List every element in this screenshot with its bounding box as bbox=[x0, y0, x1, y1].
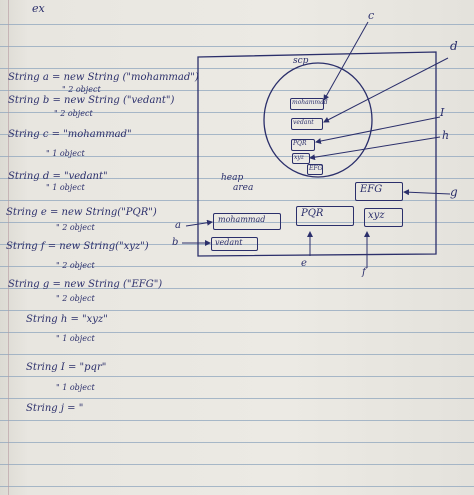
code-note-f: " 2 object bbox=[56, 261, 95, 270]
arrow-i bbox=[315, 116, 441, 144]
scp-label: scp bbox=[293, 56, 309, 66]
ref-label-d: d bbox=[450, 39, 458, 53]
rule-line bbox=[0, 288, 474, 289]
scp-item-efg: EFG bbox=[307, 164, 323, 175]
code-line-f: String f = new String("xyz") bbox=[6, 241, 149, 252]
rule-line bbox=[0, 266, 474, 267]
code-line-g: String g = new String ("EFG") bbox=[8, 279, 163, 290]
rule-line bbox=[0, 420, 474, 421]
ref-label-g: g bbox=[450, 185, 458, 199]
rule-line bbox=[0, 134, 474, 135]
scp-item-vedant: vedant bbox=[291, 118, 323, 130]
code-note-i: " 1 object bbox=[56, 383, 95, 392]
heap-boundary bbox=[197, 51, 437, 257]
rule-line bbox=[0, 398, 474, 399]
rule-line bbox=[0, 24, 474, 25]
code-line-b: String b = new String ("vedant") bbox=[8, 95, 175, 106]
code-line-j: String j = " bbox=[26, 403, 84, 414]
arrow-c bbox=[323, 21, 369, 101]
heap-item-pqr: PQR bbox=[296, 206, 354, 226]
scp-item-pqr: PQR bbox=[291, 139, 315, 151]
heap-item-mohammad: mohammad bbox=[213, 213, 281, 230]
code-note-e: " 2 object bbox=[56, 223, 95, 232]
heap-label-line1: heap bbox=[221, 173, 244, 183]
arrow-a bbox=[185, 219, 213, 227]
rule-line bbox=[0, 310, 474, 311]
rule-line bbox=[0, 486, 474, 487]
code-note-g: " 2 object bbox=[56, 294, 95, 303]
rule-line bbox=[0, 178, 474, 179]
code-line-e: String e = new String("PQR") bbox=[6, 207, 157, 218]
code-line-d: String d = "vedant" bbox=[8, 171, 108, 182]
heap-label-line2: area bbox=[233, 183, 254, 193]
ref-label-b: b bbox=[172, 237, 179, 248]
scp-boundary bbox=[263, 62, 373, 178]
margin-line bbox=[8, 0, 9, 495]
heap-item-efg: EFG bbox=[355, 182, 403, 201]
ref-label-h: h bbox=[442, 129, 450, 142]
heap-item-vedant: vedant bbox=[211, 237, 258, 251]
arrow-d bbox=[323, 57, 449, 123]
rule-line bbox=[0, 442, 474, 443]
rule-line bbox=[0, 46, 474, 47]
arrow-h bbox=[309, 136, 441, 161]
code-line-h: String h = "xyz" bbox=[26, 314, 108, 325]
code-note-a: " 2 object bbox=[62, 85, 101, 94]
code-line-i: String I = "pqr" bbox=[26, 362, 107, 373]
rule-line bbox=[0, 112, 474, 113]
scp-item-xyz: xyz bbox=[292, 153, 310, 164]
ref-label-c: c bbox=[368, 9, 375, 22]
rule-line bbox=[0, 354, 474, 355]
code-note-h: " 1 object bbox=[56, 334, 95, 343]
code-note-b: " 2 object bbox=[54, 109, 93, 118]
rule-line bbox=[0, 156, 474, 157]
rule-line bbox=[0, 68, 474, 69]
rule-line bbox=[0, 244, 474, 245]
rule-line bbox=[0, 332, 474, 333]
rule-line bbox=[0, 222, 474, 223]
ref-label-f: f bbox=[362, 267, 366, 278]
page-title: ex bbox=[32, 2, 45, 15]
heap-item-xyz: xyz bbox=[364, 208, 403, 227]
code-line-a: String a = new String ("mohammad") bbox=[8, 72, 199, 83]
ref-label-i: I bbox=[440, 106, 445, 119]
code-note-d: " 1 object bbox=[46, 183, 85, 192]
ref-label-a: a bbox=[175, 220, 181, 231]
ref-label-e: e bbox=[301, 258, 307, 269]
code-line-c: String c = "mohammad" bbox=[8, 129, 132, 140]
rule-line bbox=[0, 464, 474, 465]
rule-line bbox=[0, 90, 474, 91]
scp-item-mohammad: mohammad bbox=[290, 98, 328, 110]
rule-line bbox=[0, 376, 474, 377]
rule-line bbox=[0, 200, 474, 201]
code-note-c: " 1 object bbox=[46, 149, 85, 158]
arrow-g bbox=[403, 189, 451, 196]
